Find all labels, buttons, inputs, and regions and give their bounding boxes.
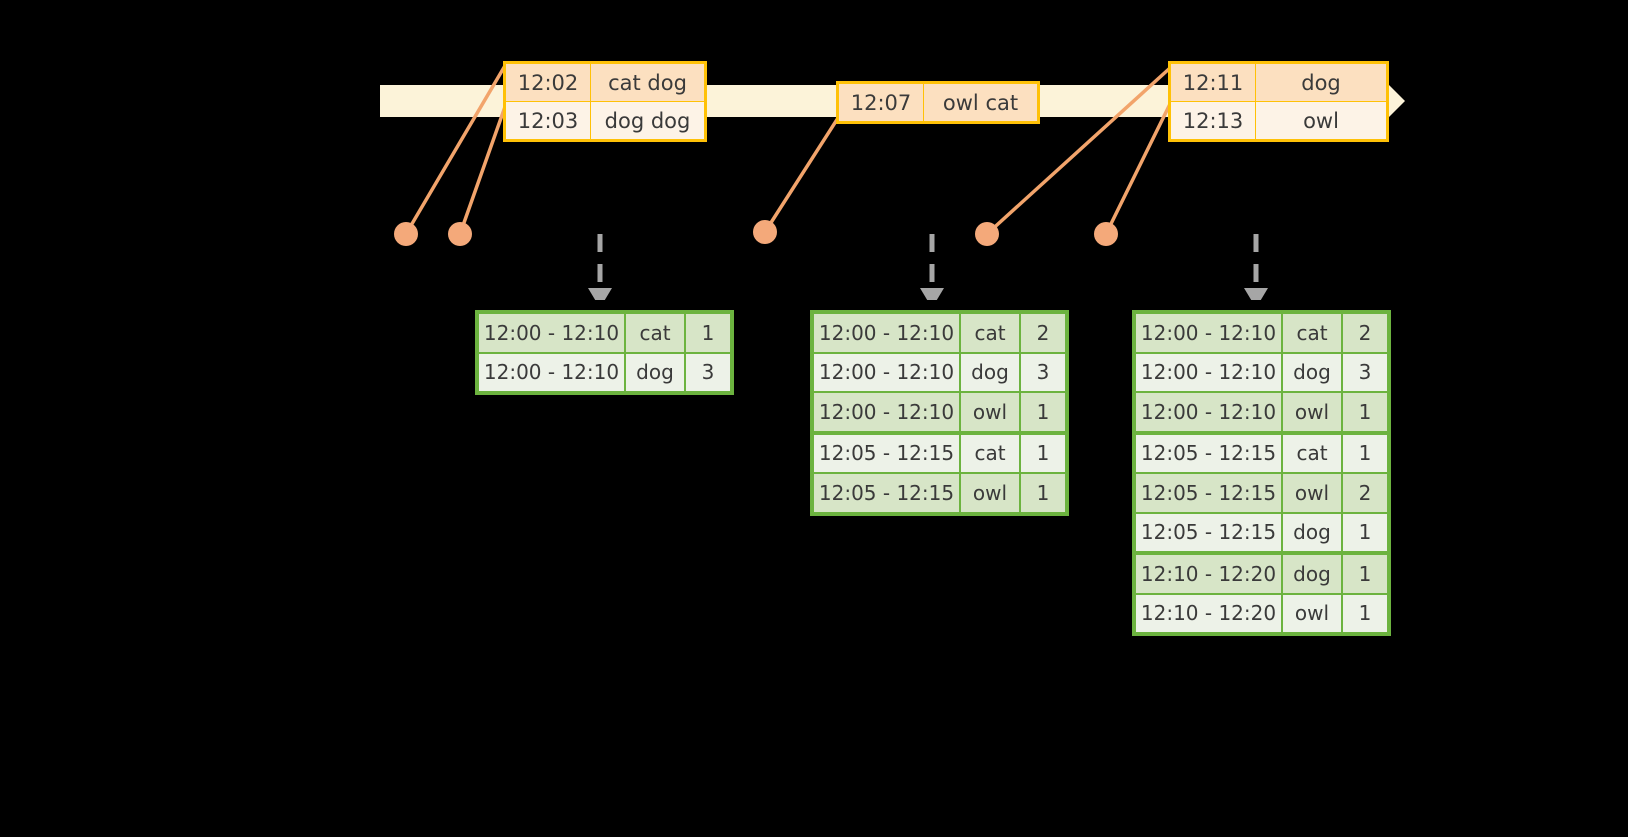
- cell-count: 3: [1019, 351, 1068, 393]
- cell-count: 2: [1019, 311, 1068, 354]
- cell-window: 12:05 - 12:15: [1133, 511, 1283, 555]
- event-box-group-2[interactable]: 12:07 owl cat: [836, 81, 1040, 124]
- event-words: dog: [1255, 62, 1388, 102]
- cell-count: 1: [1341, 391, 1390, 435]
- dot-1202: [394, 222, 418, 246]
- cell-window: 12:05 - 12:15: [1133, 472, 1283, 514]
- cell-count: 1: [1341, 511, 1390, 555]
- cell-word: owl: [1281, 391, 1343, 435]
- cell-word: owl: [959, 472, 1021, 515]
- cell-word: owl: [959, 391, 1021, 435]
- cell-window: 12:00 - 12:10: [476, 351, 626, 394]
- cell-word: dog: [1281, 351, 1343, 393]
- dot-1207: [753, 220, 777, 244]
- down-arrow-3: [1244, 234, 1268, 300]
- down-arrow-2: [920, 234, 944, 300]
- event-time: 12:03: [504, 101, 591, 141]
- cell-window: 12:00 - 12:10: [811, 391, 961, 435]
- down-arrow-1: [588, 234, 612, 300]
- cell-count: 3: [684, 351, 733, 394]
- cell-word: cat: [959, 311, 1021, 354]
- cell-window: 12:10 - 12:20: [1133, 592, 1283, 635]
- cell-word: cat: [624, 311, 686, 354]
- cell-word: dog: [624, 351, 686, 394]
- event-words: owl cat: [923, 82, 1039, 123]
- event-row: 12:03 dog dog: [504, 101, 706, 141]
- cell-word: cat: [959, 431, 1021, 474]
- event-row: 12:02 cat dog: [504, 62, 706, 102]
- event-dots: [394, 220, 1118, 246]
- dot-1203: [448, 222, 472, 246]
- event-time: 12:13: [1169, 101, 1256, 141]
- event-box-group-1[interactable]: 12:02 cat dog 12:03 dog dog: [503, 61, 707, 142]
- cell-word: dog: [1281, 552, 1343, 595]
- cell-count: 2: [1341, 311, 1390, 354]
- cell-window: 12:05 - 12:15: [1133, 431, 1283, 474]
- cell-count: 1: [1341, 552, 1390, 595]
- cell-window: 12:05 - 12:15: [811, 431, 961, 474]
- cell-count: 3: [1341, 351, 1390, 393]
- cell-count: 1: [684, 311, 733, 354]
- event-row: 12:11 dog: [1169, 62, 1388, 102]
- event-row: 12:13 owl: [1169, 101, 1388, 141]
- cell-window: 12:00 - 12:10: [811, 311, 961, 354]
- cell-window: 12:00 - 12:10: [1133, 391, 1283, 435]
- event-time: 12:07: [837, 82, 924, 123]
- cell-window: 12:00 - 12:10: [1133, 311, 1283, 354]
- cell-word: dog: [1281, 511, 1343, 555]
- event-row: 12:07 owl cat: [837, 82, 1039, 123]
- event-words: dog dog: [590, 101, 706, 141]
- cell-count: 1: [1341, 431, 1390, 474]
- cell-count: 1: [1341, 592, 1390, 635]
- dot-1213: [1094, 222, 1118, 246]
- cell-window: 12:10 - 12:20: [1133, 552, 1283, 595]
- cell-window: 12:05 - 12:15: [811, 472, 961, 515]
- event-words: owl: [1255, 101, 1388, 141]
- cell-word: cat: [1281, 431, 1343, 474]
- cell-count: 1: [1019, 391, 1068, 435]
- timeline-graphics: [380, 62, 1405, 300]
- dashed-down-arrows: [588, 234, 1268, 300]
- cell-word: cat: [1281, 311, 1343, 354]
- event-words: cat dog: [590, 62, 706, 102]
- event-time: 12:02: [504, 62, 591, 102]
- event-time: 12:11: [1169, 62, 1256, 102]
- cell-count: 2: [1341, 472, 1390, 514]
- cell-window: 12:00 - 12:10: [811, 351, 961, 393]
- cell-word: owl: [1281, 592, 1343, 635]
- cell-window: 12:00 - 12:10: [1133, 351, 1283, 393]
- cell-word: dog: [959, 351, 1021, 393]
- cell-count: 1: [1019, 472, 1068, 515]
- cell-count: 1: [1019, 431, 1068, 474]
- cell-window: 12:00 - 12:10: [476, 311, 626, 354]
- dot-1211: [975, 222, 999, 246]
- cell-word: owl: [1281, 472, 1343, 514]
- event-box-group-3[interactable]: 12:11 dog 12:13 owl: [1168, 61, 1389, 142]
